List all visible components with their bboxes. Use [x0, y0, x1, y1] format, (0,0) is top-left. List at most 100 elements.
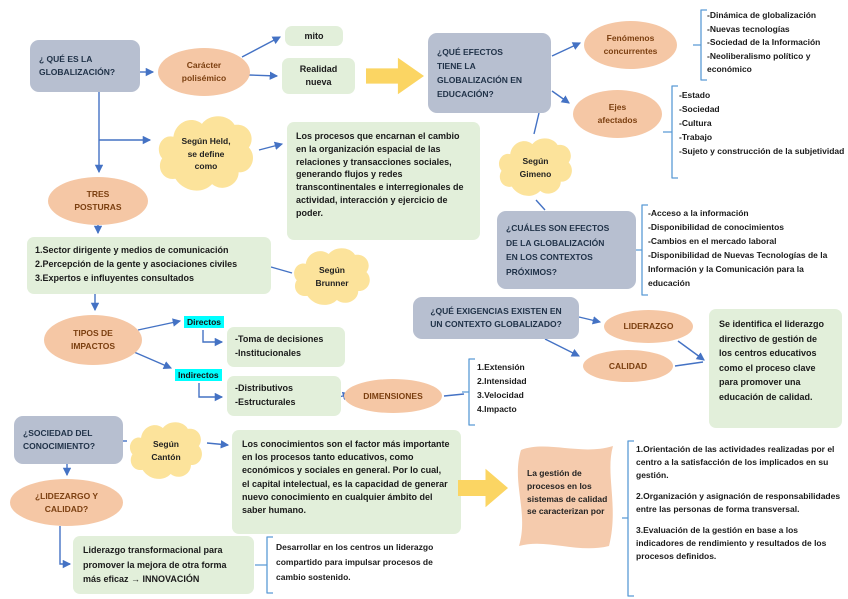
cloud-segun-gimeno: Según Gimeno [496, 135, 575, 200]
cloud-gimeno-text: Según Gimeno [520, 155, 552, 181]
gestion-item-2: 2.Organización y asignación de responsab… [636, 491, 841, 514]
connector-canton-conocimientos [206, 440, 230, 449]
connector-lista-brunner [270, 266, 293, 274]
bracket-fenomenos [693, 9, 707, 81]
transf-text: Liderazgo transformacional para promover… [83, 545, 227, 584]
cloud-brunner-text: Según Brunner [315, 264, 348, 290]
ellipse-calidad: CALIDAD [583, 350, 673, 382]
list-contextos: -Acceso a la información -Disponibilidad… [648, 206, 848, 290]
box-sociedad-del-conocimiento: ¿SOCIEDAD DEL CONOCIMIENTO? [14, 416, 123, 464]
connector-caracter-mito [241, 36, 281, 58]
connector-exigencias-calidad [544, 338, 581, 357]
box-que-efectos-educacion: ¿QUÉ EFECTOS TIENE LA GLOBALIZACIÓN EN E… [428, 33, 551, 113]
bracket-gestion [622, 440, 634, 597]
eje-5: -Sujeto y construcción de la subjetivida… [679, 146, 845, 156]
cloud-segun-brunner: Según Brunner [291, 245, 373, 309]
box-que-es-la-globalizacion: ¿ QUÉ ES LA GLOBALIZACIÓN? [30, 40, 140, 92]
box-que-exigencias: ¿QUÉ EXIGENCIAS EXISTEN EN UN CONTEXTO G… [413, 297, 579, 339]
box-conocimientos: Los conocimientos son el factor más impo… [232, 430, 461, 534]
connector-indirectos-caja [198, 383, 224, 402]
list-fenomenos: -Dinámica de globalización -Nuevas tecno… [707, 9, 845, 77]
dimension-3: 3.Velocidad [477, 390, 524, 400]
postura-3: 3.Expertos e influyentes consultados [35, 273, 195, 283]
box-directos-items: -Toma de decisiones -Institucionales [227, 327, 345, 367]
cloud-canton-pre: Según [153, 439, 179, 450]
wave-gestion-text: La gestión de procesos en los sistemas d… [527, 467, 611, 518]
list-gestion: 1.Orientación de las actividades realiza… [636, 443, 846, 571]
bracket-contextos [635, 204, 648, 296]
bracket-desarrollar [255, 536, 273, 594]
cloud-segun-canton: Según Cantón [127, 419, 205, 483]
eje-4: -Trabajo [679, 132, 713, 142]
box-se-identifica: Se identifica el liderazgo directivo de … [709, 309, 842, 428]
gestion-item-1: 1.Orientación de las actividades realiza… [636, 444, 835, 480]
list-dimensiones: 1.Extensión 2.Intensidad 3.Velocidad 4.I… [477, 360, 562, 416]
wave-la-gestion: La gestión de procesos en los sistemas d… [505, 440, 625, 552]
cloud-brunner-pre: Según [319, 265, 345, 276]
connector-efectos-ejes [551, 90, 570, 104]
ellipse-tipos-de-impactos: TIPOS DE IMPACTOS [44, 315, 142, 365]
contexto-2: -Disponibilidad de conocimientos [648, 222, 785, 232]
cloud-canton-bold: Cantón [151, 452, 181, 462]
box-realidad-nueva: Realidad nueva [282, 58, 355, 94]
connector-caracter-realidad [248, 71, 279, 80]
dimension-4: 4.Impacto [477, 404, 517, 414]
fenomeno-1: -Dinámica de globalización [707, 10, 817, 20]
gestion-rest: en los sistemas de calidad se caracteriz… [527, 480, 608, 517]
cloud-canton-text: Según Cantón [151, 438, 180, 464]
ellipse-tres-posturas: TRES POSTURAS [48, 177, 148, 225]
list-ejes: -Estado -Sociedad -Cultura -Trabajo -Suj… [679, 88, 847, 158]
box-liderazgo-transformacional: Liderazgo transformacional para promover… [73, 536, 254, 594]
cloud-segun-held: Según Held, se define como [155, 112, 257, 196]
connector-gimeno-cuales [535, 199, 546, 211]
tag-indirectos: Indirectos [175, 369, 222, 382]
contexto-1: -Acceso a la información [648, 208, 749, 218]
eje-2: -Sociedad [679, 104, 720, 114]
gestion-item-3: 3.Evaluación de la gestión en base a los… [636, 525, 827, 561]
postura-2: 2.Percepción de la gente y asociaciones … [35, 259, 238, 269]
eje-3: -Cultura [679, 118, 712, 128]
box-posturas-lista: 1.Sector dirigente y medios de comunicac… [27, 237, 271, 294]
connector-efectos-fenomenos [551, 42, 582, 57]
cloud-held-post: se define como [187, 148, 225, 172]
bracket-dimensiones [462, 358, 475, 426]
cloud-held-pre: Según [181, 135, 210, 146]
box-cuales-son-efectos: ¿CUÁLES SON EFECTOS DE LA GLOBALIZACIÓN … [497, 211, 636, 289]
directos-item-1: -Toma de decisiones [235, 334, 324, 344]
fenomeno-3: -Sociedad de la Información [707, 37, 821, 47]
box-definicion-held: Los procesos que encarnan el cambio en l… [287, 122, 480, 240]
ellipse-fenomenos-concurrentes: Fenómenos concurrentes [584, 21, 677, 69]
ellipse-lidezargo-y-calidad: ¿LIDEZARGO Y CALIDAD? [10, 479, 123, 526]
box-indirectos-items: -Distributivos -Estructurales [227, 376, 341, 416]
fenomeno-2: -Nuevas tecnologías [707, 23, 790, 34]
connector-cloudheld-definicion [258, 141, 284, 151]
box-mito: mito [285, 26, 343, 46]
wave-shape-icon [517, 446, 613, 549]
dimension-1: 1.Extensión [477, 362, 525, 372]
ellipse-caracter-polisemico: Carácter polisémico [158, 48, 250, 96]
postura-1: 1.Sector dirigente y medios de comunicac… [35, 245, 229, 255]
fenomeno-4: -Neoliberalismo político y económico [707, 50, 811, 75]
connector-tipos-indirectos [133, 351, 173, 369]
connector-exigencias-liderazgo [578, 316, 602, 325]
cloud-gimeno-pre: Según [522, 155, 549, 166]
indirectos-item-2: -Estructurales [235, 397, 296, 407]
indirectos-item-1: -Distributivos [235, 383, 294, 393]
connector-dimensiones-bracket [443, 393, 465, 397]
connector-directos-caja [202, 330, 224, 347]
cloud-held-bold: Held, [209, 135, 231, 146]
tag-directos: Directos [184, 316, 225, 329]
ellipse-ejes-afectados: Ejes afectados [573, 90, 662, 138]
text-desarrollar: Desarrollar en los centros un liderazgo … [276, 542, 434, 582]
cloud-gimeno-bold: Gimeno [519, 168, 552, 179]
connector-calidad-seidentifica [674, 361, 704, 367]
ellipse-liderazgo: LIDERAZGO [604, 310, 693, 343]
eje-1: -Estado [679, 90, 711, 100]
connector-efectos-gimeno [533, 112, 540, 135]
contexto-4: -Disponibilidad de Nuevas Tecnologías de… [648, 250, 828, 288]
connector-tipos-directos [137, 318, 182, 331]
connector-liderazgo-seidentifica [677, 340, 705, 361]
dimension-2: 2.Intensidad [477, 376, 527, 386]
